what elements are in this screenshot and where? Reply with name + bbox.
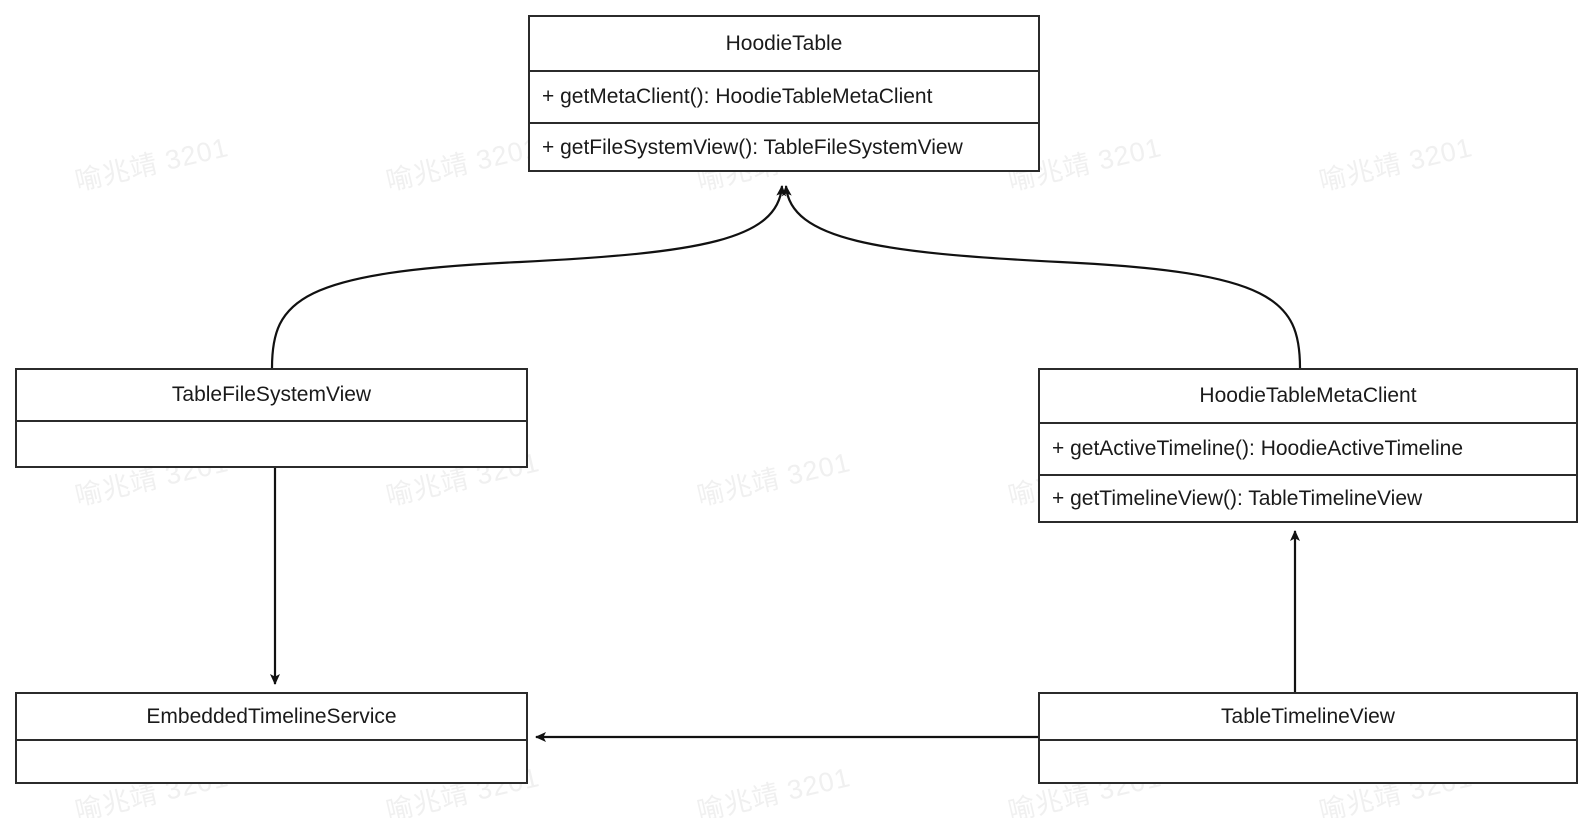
uml-class-name: EmbeddedTimelineService xyxy=(146,704,397,728)
watermark-text: 喻兆靖 3201 xyxy=(383,132,543,197)
uml-class-table-timeline-view[interactable]: TableTimelineView xyxy=(1038,692,1578,784)
watermark-text: 喻兆靖 3201 xyxy=(694,447,854,512)
uml-class-name: TableTimelineView xyxy=(1221,704,1395,728)
watermark-text: 喻兆靖 3201 xyxy=(72,132,232,197)
uml-member-row: + getActiveTimeline(): HoodieActiveTimel… xyxy=(1052,436,1464,460)
uml-class-embedded-timeline-service[interactable]: EmbeddedTimelineService xyxy=(15,692,528,784)
uml-members-compartment xyxy=(1040,739,1576,782)
uml-class-table-file-system-view[interactable]: TableFileSystemView xyxy=(15,368,528,468)
uml-members-compartment: + getActiveTimeline(): HoodieActiveTimel… xyxy=(1040,422,1576,521)
uml-members-compartment: + getMetaClient(): HoodieTableMetaClient… xyxy=(530,70,1038,170)
uml-members-compartment xyxy=(17,420,526,466)
watermark-text: 喻兆靖 3201 xyxy=(694,762,854,818)
connector-htmc-to-hoodietable xyxy=(781,185,1302,369)
connector-tfsv-to-hoodietable xyxy=(270,185,787,369)
watermark-text: 喻兆靖 3201 xyxy=(1316,132,1476,197)
uml-class-name: HoodieTableMetaClient xyxy=(1199,384,1417,407)
uml-member-row: + getFileSystemView(): TableFileSystemVi… xyxy=(530,122,1038,172)
uml-member-row: + getMetaClient(): HoodieTableMetaClient xyxy=(542,85,933,108)
uml-member-row: + getTimelineView(): TableTimelineView xyxy=(1040,473,1576,524)
uml-class-name: TableFileSystemView xyxy=(171,383,372,406)
uml-members-compartment xyxy=(17,739,526,782)
uml-class-name: HoodieTable xyxy=(725,31,843,55)
uml-class-hoodie-table[interactable]: HoodieTable + getMetaClient(): HoodieTabl… xyxy=(528,15,1040,172)
uml-class-hoodie-table-meta-client[interactable]: HoodieTableMetaClient + getActiveTimeline… xyxy=(1038,368,1578,523)
